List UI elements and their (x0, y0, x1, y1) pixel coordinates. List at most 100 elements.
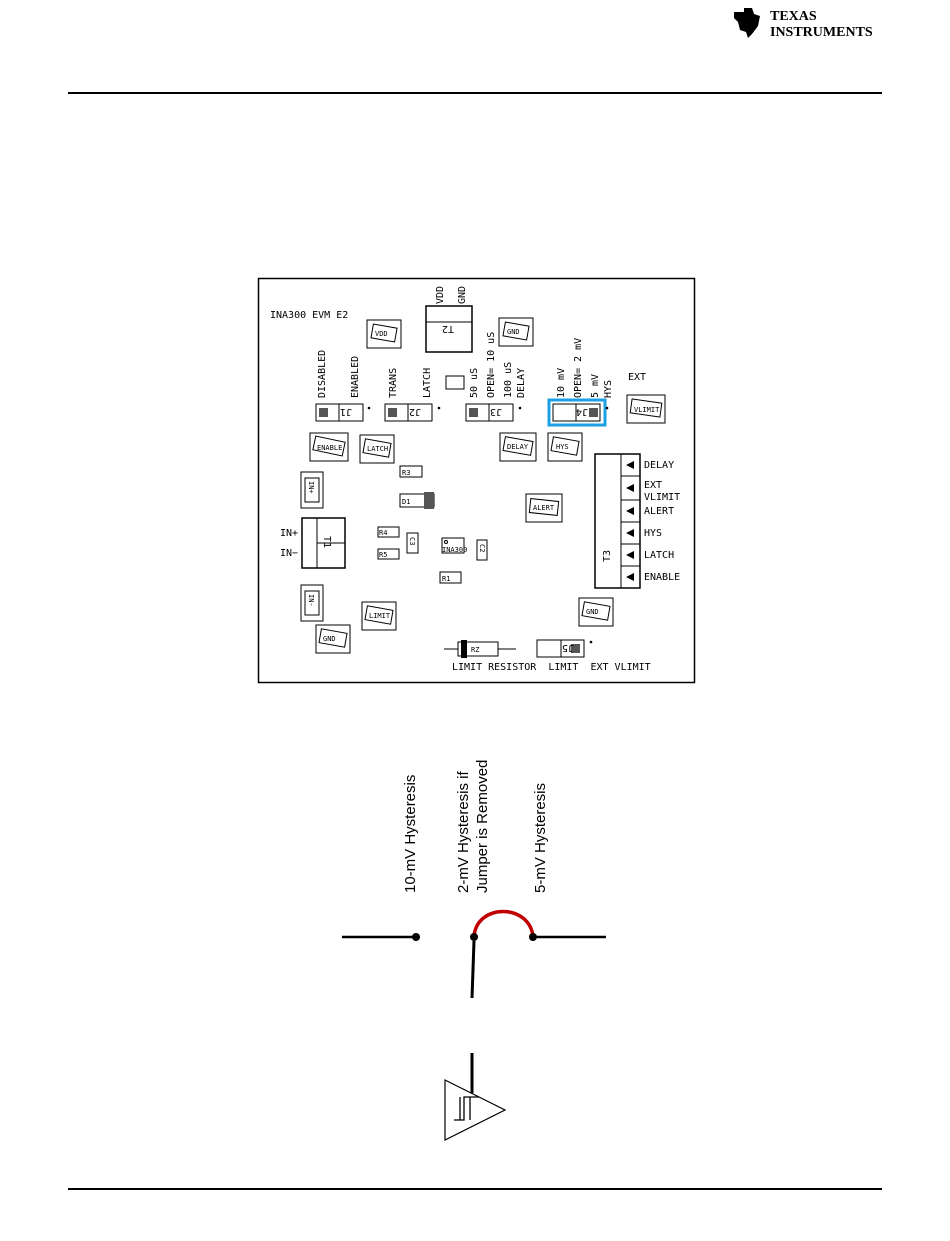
svg-text:GND: GND (507, 328, 520, 336)
j4-label-hys: HYS (603, 380, 614, 398)
svg-text:D1: D1 (402, 498, 410, 506)
ic-u1: INA300 (441, 537, 467, 554)
testpoint-gnd-top: GND (498, 317, 534, 347)
testpoint-limit: LIMIT (361, 601, 397, 631)
diode-d1: D1 (399, 492, 435, 509)
svg-text:VDD: VDD (375, 330, 388, 338)
svg-text:J2: J2 (409, 406, 421, 417)
j1-label-enabled: ENABLED (350, 356, 361, 398)
testpoint-in-minus: IN- (300, 584, 324, 622)
label-5mv-hysteresis: 5-mV Hysteresis (532, 783, 549, 893)
t3-label-alert: ALERT (644, 506, 674, 517)
schmitt-trigger-icon (444, 1079, 507, 1141)
j3-label-100us: 100 uS (503, 362, 514, 398)
svg-text:R5: R5 (379, 551, 387, 559)
svg-text:ALERT: ALERT (533, 504, 555, 512)
ti-logo-mark (734, 8, 760, 38)
testpoint-vdd: VDD (366, 319, 402, 349)
testpoint-enable: ENABLE (309, 432, 349, 462)
resistor-r5: R5 (377, 548, 400, 560)
svg-text:VLIMIT: VLIMIT (634, 406, 660, 414)
terminal-t2: T2 (425, 305, 473, 353)
board-title: INA300 EVM E2 (270, 310, 348, 321)
wire-common (470, 940, 476, 999)
j4-label-open2: OPEN= 2 mV (573, 338, 584, 398)
label-2mv-line2: Jumper is Removed (474, 760, 491, 893)
ti-logo-line1: TEXAS (770, 9, 817, 24)
label-2mv-line1: 2-mV Hysteresis if (455, 770, 472, 893)
jumper-j1: J1 (315, 403, 371, 422)
pcb-board-diagram: INA300 EVM E2 VDD GND T2 VDD GND DISABLE… (257, 277, 696, 684)
svg-text:J1: J1 (340, 406, 352, 417)
svg-text:J4: J4 (576, 406, 588, 417)
t3-label-delay: DELAY (644, 460, 674, 471)
j2-label-trans: TRANS (388, 368, 399, 398)
ti-logo-line2: INSTRUMENTS (770, 25, 873, 40)
jumper-j3: J3 (465, 403, 522, 422)
testpoint-alert: ALERT (525, 493, 563, 523)
testpoint-in-plus: IN+ (300, 471, 324, 509)
svg-text:J3: J3 (490, 406, 502, 417)
testpoint-vlimit: VLIMIT (626, 394, 666, 424)
jumper-arc (472, 909, 535, 938)
testpoint-hys: HYS (547, 432, 583, 462)
testpoint-delay: DELAY (499, 432, 537, 462)
svg-text:T1: T1 (321, 536, 332, 548)
header-rule (68, 92, 882, 94)
footer-rule (68, 1188, 882, 1190)
testpoint-latch: LATCH (359, 434, 395, 464)
ti-logo: TEXAS INSTRUMENTS (734, 8, 873, 40)
capacitor-c1 (445, 375, 465, 390)
label-in-minus: IN− (280, 548, 298, 559)
svg-text:T3: T3 (602, 550, 613, 562)
svg-text:J5: J5 (562, 642, 574, 653)
terminal-t1: T1 (301, 517, 346, 569)
svg-text:GND: GND (586, 608, 599, 616)
t3-label-enable: ENABLE (644, 572, 680, 583)
top-label-vdd: VDD (435, 286, 446, 304)
jumper-j4-highlight (547, 398, 607, 427)
ext-label: EXT (628, 372, 646, 383)
svg-text:IN+: IN+ (307, 481, 315, 494)
svg-text:INA300: INA300 (442, 546, 467, 554)
t3-label-ext: EXT (644, 480, 662, 491)
svg-text:IN-: IN- (307, 594, 315, 607)
node-2mv (470, 933, 478, 941)
resistor-rz: RZ (444, 640, 516, 658)
svg-text:LIMIT: LIMIT (369, 612, 391, 620)
testpoint-gnd-left: GND (315, 624, 351, 654)
svg-text:R4: R4 (379, 529, 387, 537)
svg-text:C3: C3 (408, 537, 416, 545)
t3-label-vlimit: VLIMIT (644, 492, 680, 503)
resistor-r3: R3 (399, 465, 423, 478)
label-in-plus: IN+ (280, 528, 298, 539)
svg-text:RZ: RZ (471, 646, 479, 654)
j4-label-10mv: 10 mV (556, 368, 567, 398)
resistor-r4: R4 (377, 526, 400, 538)
svg-text:LATCH: LATCH (367, 445, 388, 453)
terminal-t3: T3 (594, 453, 641, 589)
hysteresis-jumper-schematic: 10-mV Hysteresis 2-mV Hysteresis if Jump… (342, 760, 606, 1141)
svg-text:R1: R1 (442, 575, 450, 583)
svg-text:R3: R3 (402, 469, 410, 477)
capacitor-c2: C2 (476, 539, 488, 561)
j3-label-delay: DELAY (516, 368, 527, 398)
bottom-label: LIMIT RESISTOR LIMIT EXT VLIMIT (452, 662, 651, 673)
jumper-j5: J5 (536, 639, 593, 658)
testpoint-gnd-right: GND (578, 597, 614, 627)
capacitor-c3: C3 (406, 532, 419, 554)
jumper-j2: J2 (384, 403, 441, 422)
j3-label-50us: 50 uS (469, 368, 480, 398)
svg-text:C2: C2 (478, 544, 486, 552)
svg-text:HYS: HYS (556, 443, 569, 451)
j1-label-disabled: DISABLED (317, 350, 328, 398)
j4-label-5mv: 5 mV (590, 374, 601, 398)
t3-label-latch: LATCH (644, 550, 674, 561)
node-10mv (412, 933, 420, 941)
label-10mv-hysteresis: 10-mV Hysteresis (402, 775, 419, 893)
j3-label-open10: OPEN= 10 uS (486, 332, 497, 398)
svg-text:GND: GND (323, 635, 336, 643)
resistor-r1: R1 (439, 571, 462, 584)
top-label-gnd: GND (457, 286, 468, 304)
jumper-j4: J4 (547, 398, 609, 427)
